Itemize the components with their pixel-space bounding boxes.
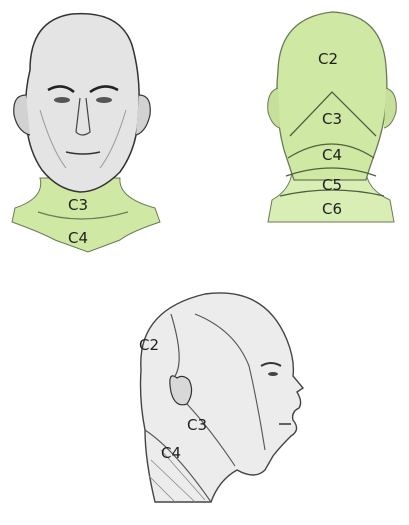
front-label-c3: C3 [68, 196, 88, 214]
back-label-c6: C6 [322, 200, 342, 218]
side-view-figure: C2 C3 C4 [115, 280, 315, 520]
back-label-c3: C3 [322, 110, 342, 128]
back-label-c4: C4 [322, 146, 342, 164]
back-view-figure: C2 C3 C4 C5 C6 [250, 0, 409, 260]
side-label-c4: C4 [161, 444, 181, 462]
front-label-c4: C4 [68, 229, 88, 247]
front-head [26, 14, 140, 192]
side-view-illustration: C2 C3 C4 [115, 280, 315, 520]
back-label-c2: C2 [318, 50, 338, 68]
side-eye [268, 372, 278, 376]
front-view-figure: C3 C4 [0, 0, 175, 260]
back-right-ear [384, 88, 396, 128]
back-label-c5: C5 [322, 176, 342, 194]
back-left-ear [268, 88, 280, 128]
side-label-c2: C2 [139, 336, 159, 354]
front-right-eye [96, 97, 112, 103]
back-view-illustration: C2 C3 C4 C5 C6 [250, 0, 409, 260]
side-head [141, 293, 304, 502]
front-left-eye [54, 97, 70, 103]
side-label-c3: C3 [187, 416, 207, 434]
front-view-illustration: C3 C4 [0, 0, 175, 260]
